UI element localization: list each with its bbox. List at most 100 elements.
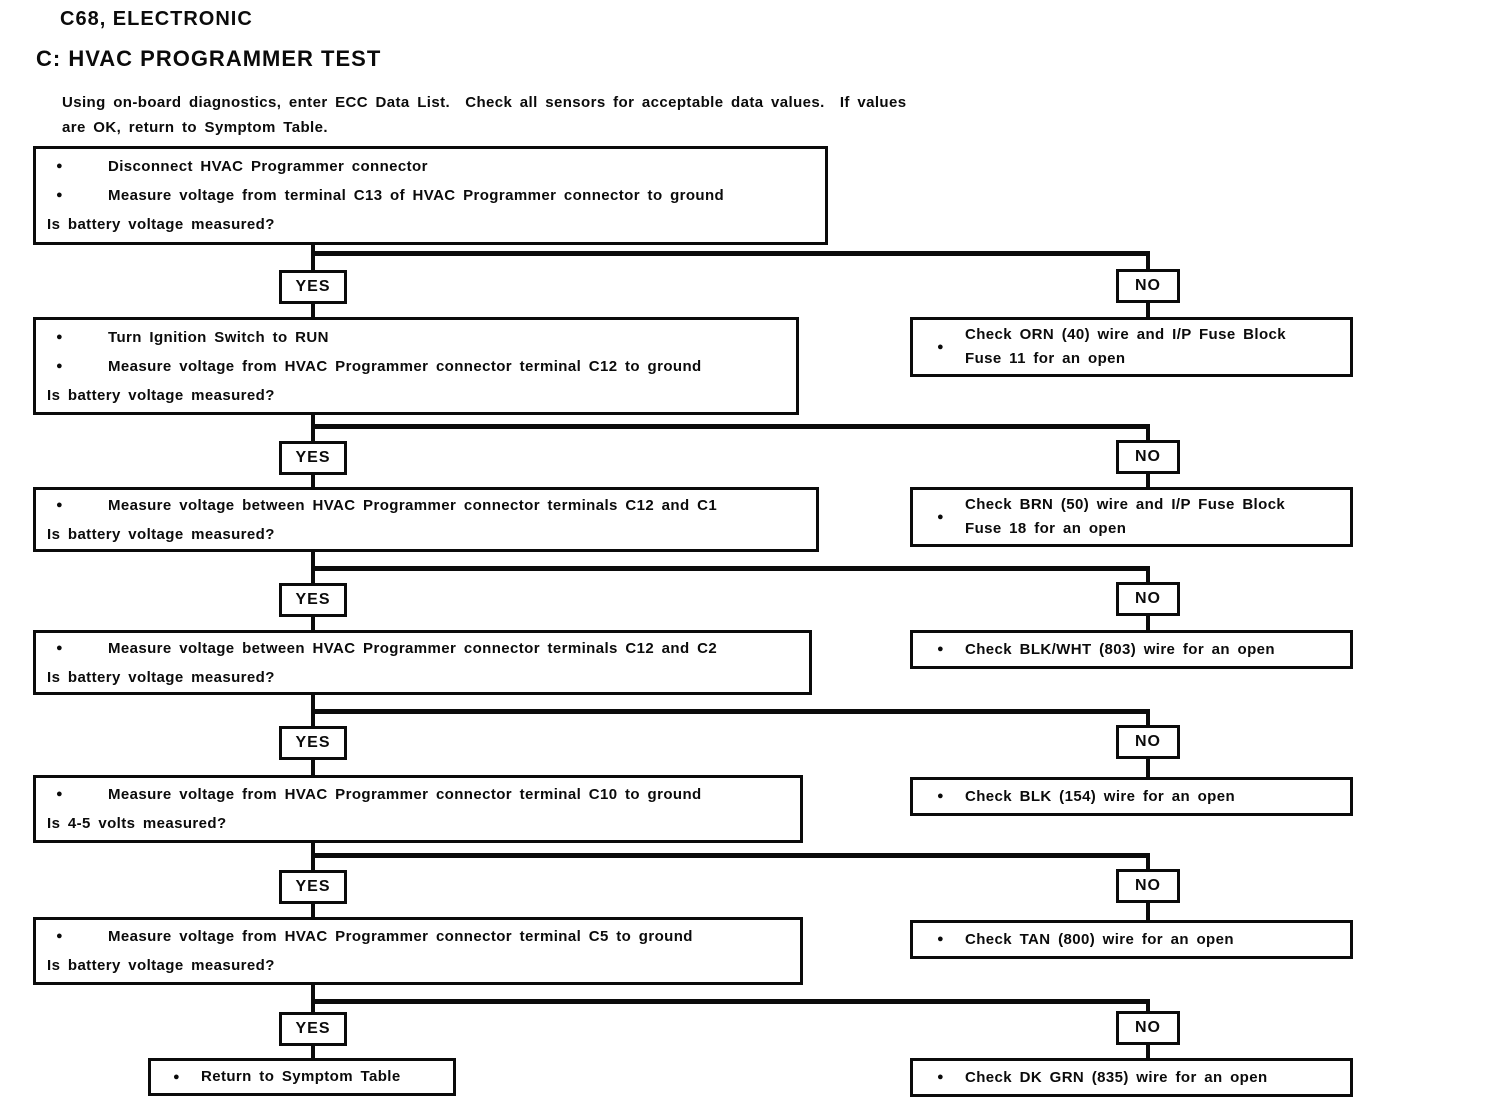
no-label-box-3: NO	[1116, 582, 1180, 616]
step-3-instruction-1: Measure voltage between HVAC Programmer …	[108, 496, 718, 514]
bullet-icon: ●	[937, 510, 945, 523]
connector-line	[1146, 474, 1150, 487]
connector-line	[1146, 714, 1150, 725]
step-2-bullet-row-2: ● Measure voltage from HVAC Programmer co…	[36, 352, 796, 381]
connector-line	[311, 424, 1150, 429]
step-5-box: ● Measure voltage from HVAC Programmer co…	[33, 775, 803, 843]
step-4-bullet-row-1: ● Measure voltage between HVAC Programmer…	[36, 634, 809, 663]
connector-line	[311, 709, 1150, 714]
no-action-4-line-1: Check BLK (154) wire for an open	[965, 787, 1236, 805]
step-3-bullet-row-1: ● Measure voltage between HVAC Programmer…	[36, 491, 816, 520]
step-6-question: Is battery voltage measured?	[47, 957, 275, 974]
step-3-question: Is battery voltage measured?	[47, 525, 275, 543]
step-1-instruction-2: Measure voltage from terminal C13 of HVA…	[108, 187, 725, 204]
connector-line	[311, 853, 1150, 858]
bullet-icon: ●	[173, 1070, 181, 1083]
connector-line	[1146, 1045, 1150, 1058]
connector-line	[1146, 303, 1150, 317]
connector-line	[311, 475, 315, 487]
section-kicker: C68, ELECTRONIC	[60, 8, 253, 30]
step-6-box: ● Measure voltage from HVAC Programmer co…	[33, 917, 803, 985]
intro-text: Using on-board diagnostics, enter ECC Da…	[62, 90, 906, 140]
no-label-box-4: NO	[1116, 725, 1180, 759]
no-label-box-2: NO	[1116, 440, 1180, 474]
no-action-box-4: ● Check BLK (154) wire for an open	[910, 777, 1353, 816]
bullet-icon: ●	[937, 1071, 945, 1083]
step-5-bullet-row-1: ● Measure voltage from HVAC Programmer co…	[36, 780, 800, 809]
step-5-instruction-1: Measure voltage from HVAC Programmer con…	[108, 786, 702, 803]
connector-line	[1146, 429, 1150, 440]
bullet-icon: ●	[56, 498, 64, 511]
connector-line	[311, 304, 315, 317]
yes-label-box-6: YES	[279, 1012, 347, 1046]
yes-label-box-2: YES	[279, 441, 347, 475]
bullet-icon: ●	[56, 641, 64, 654]
connector-line	[311, 904, 315, 917]
connector-line	[1146, 903, 1150, 920]
no-action-box-1: ● Check ORN (40) wire and I/P Fuse Block…	[910, 317, 1353, 377]
step-2-bullet-row-1: ● Turn Ignition Switch to RUN	[36, 323, 796, 352]
bullet-icon: ●	[56, 930, 64, 942]
connector-line	[311, 251, 1150, 256]
step-4-instruction-1: Measure voltage between HVAC Programmer …	[108, 639, 718, 657]
bullet-icon: ●	[56, 160, 64, 172]
connector-line	[311, 760, 315, 775]
bullet-icon: ●	[56, 359, 64, 372]
final-yes-action: Return to Symptom Table	[201, 1068, 401, 1085]
connector-line	[311, 245, 315, 270]
no-action-box-2: ● Check BRN (50) wire and I/P Fuse Block…	[910, 487, 1353, 547]
step-1-bullet-row-2: ● Measure voltage from terminal C13 of HV…	[36, 181, 825, 210]
no-action-6-line-1: Check DK GRN (835) wire for an open	[965, 1068, 1268, 1086]
yes-label-box-3: YES	[279, 583, 347, 617]
step-1-box: ● Disconnect HVAC Programmer connector ● M…	[33, 146, 828, 245]
step-2-box: ● Turn Ignition Switch to RUN ● Measure vo…	[33, 317, 799, 415]
connector-line	[1146, 858, 1150, 869]
connector-line	[311, 566, 1150, 571]
no-action-box-6: ● Check DK GRN (835) wire for an open	[910, 1058, 1353, 1097]
no-label-box-1: NO	[1116, 269, 1180, 303]
no-action-box-3: ● Check BLK/WHT (803) wire for an open	[910, 630, 1353, 669]
bullet-icon: ●	[937, 643, 945, 655]
bullet-icon: ●	[56, 330, 64, 343]
no-action-1-line-2: Fuse 11 for an open	[965, 350, 1126, 367]
yes-label-box-5: YES	[279, 870, 347, 904]
step-2-instruction-2: Measure voltage from HVAC Programmer con…	[108, 357, 702, 375]
no-action-5-line-1: Check TAN (800) wire for an open	[965, 930, 1234, 948]
step-1-instruction-1: Disconnect HVAC Programmer connector	[108, 158, 428, 175]
yes-label-box-4: YES	[279, 726, 347, 760]
connector-line	[311, 999, 1150, 1004]
connector-line	[1146, 759, 1150, 777]
connector-line	[311, 617, 315, 630]
return-to-symptom-table-box: ● Return to Symptom Table	[148, 1058, 456, 1096]
no-action-box-5: ● Check TAN (800) wire for an open	[910, 920, 1353, 959]
connector-line	[1146, 571, 1150, 582]
connector-line	[311, 1046, 315, 1058]
no-action-2-line-2: Fuse 18 for an open	[965, 520, 1127, 537]
connector-line	[1146, 1004, 1150, 1012]
page-title: C: HVAC PROGRAMMER TEST	[36, 46, 382, 71]
connector-line	[1146, 256, 1150, 270]
no-action-1-line-1: Check ORN (40) wire and I/P Fuse Block	[965, 326, 1287, 343]
step-5-question: Is 4-5 volts measured?	[47, 815, 227, 832]
no-action-3-line-1: Check BLK/WHT (803) wire for an open	[965, 640, 1275, 658]
no-action-2-line-1: Check BRN (50) wire and I/P Fuse Block	[965, 496, 1286, 513]
connector-line	[1146, 616, 1150, 630]
step-6-bullet-row-1: ● Measure voltage from HVAC Programmer co…	[36, 922, 800, 951]
no-label-box-6: NO	[1116, 1011, 1180, 1045]
bullet-icon: ●	[56, 788, 64, 800]
bullet-icon: ●	[937, 340, 945, 353]
bullet-icon: ●	[937, 790, 945, 802]
step-4-question: Is battery voltage measured?	[47, 668, 275, 686]
bullet-icon: ●	[56, 189, 64, 201]
step-4-box: ● Measure voltage between HVAC Programmer…	[33, 630, 812, 695]
yes-label-box-1: YES	[279, 270, 347, 304]
step-2-instruction-1: Turn Ignition Switch to RUN	[108, 328, 329, 346]
step-1-question: Is battery voltage measured?	[47, 216, 275, 233]
bullet-icon: ●	[937, 933, 945, 945]
intro-line-2: are OK, return to Symptom Table.	[62, 119, 328, 136]
step-3-box: ● Measure voltage between HVAC Programmer…	[33, 487, 819, 552]
intro-line-1: Using on-board diagnostics, enter ECC Da…	[62, 94, 907, 111]
connector-line	[311, 985, 315, 1012]
step-6-instruction-1: Measure voltage from HVAC Programmer con…	[108, 928, 693, 945]
